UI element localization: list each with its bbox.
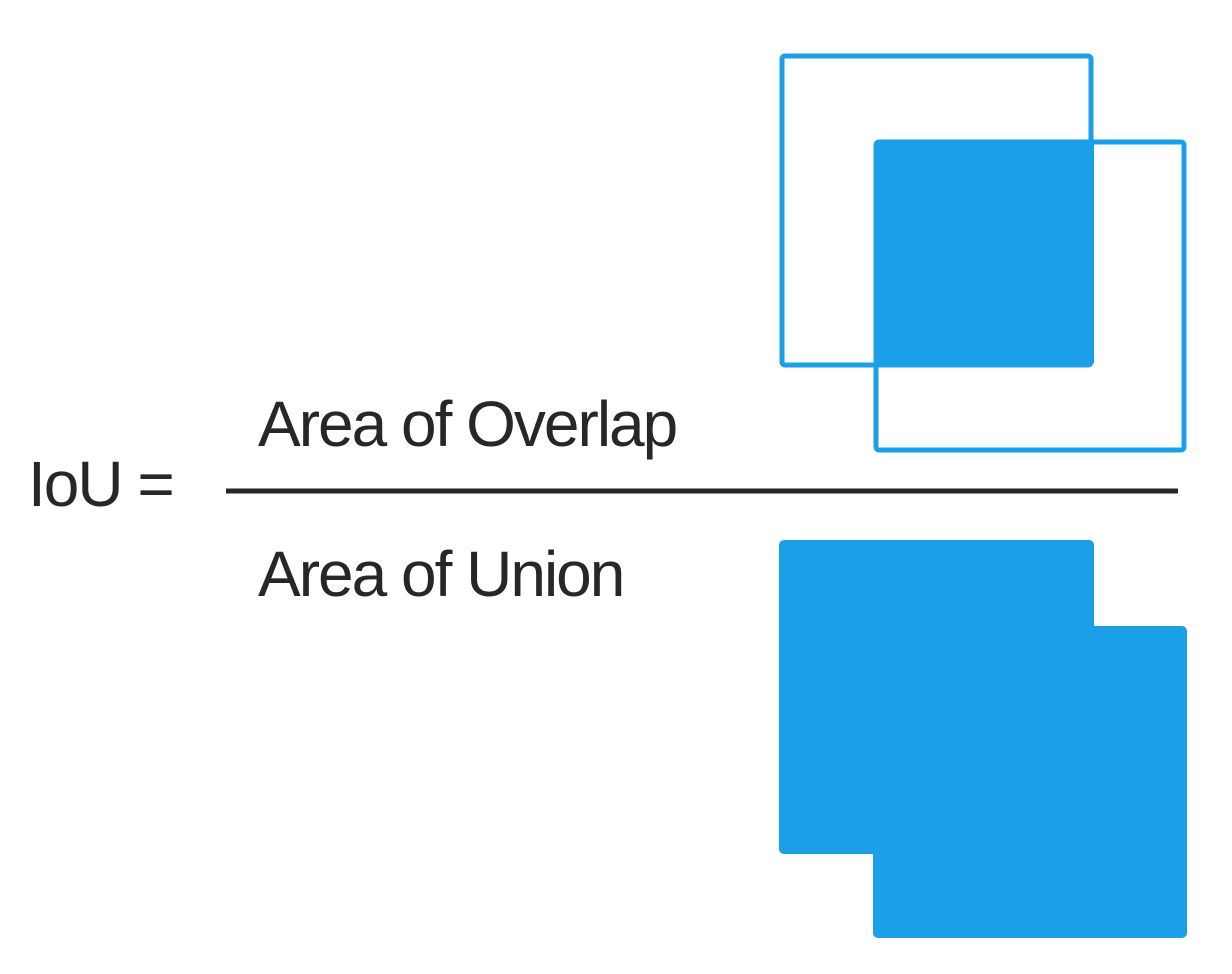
- union-illustration: [779, 540, 1187, 938]
- iou-label: IoU =: [28, 448, 175, 520]
- union-box-b: [873, 626, 1187, 938]
- overlap-region: [876, 142, 1094, 365]
- overlap-illustration: [779, 53, 1187, 453]
- box-a-outline: [779, 53, 1094, 368]
- numerator-label: Area of Overlap: [258, 388, 678, 460]
- box-b-outline: [873, 139, 1187, 453]
- denominator-label: Area of Union: [258, 538, 625, 610]
